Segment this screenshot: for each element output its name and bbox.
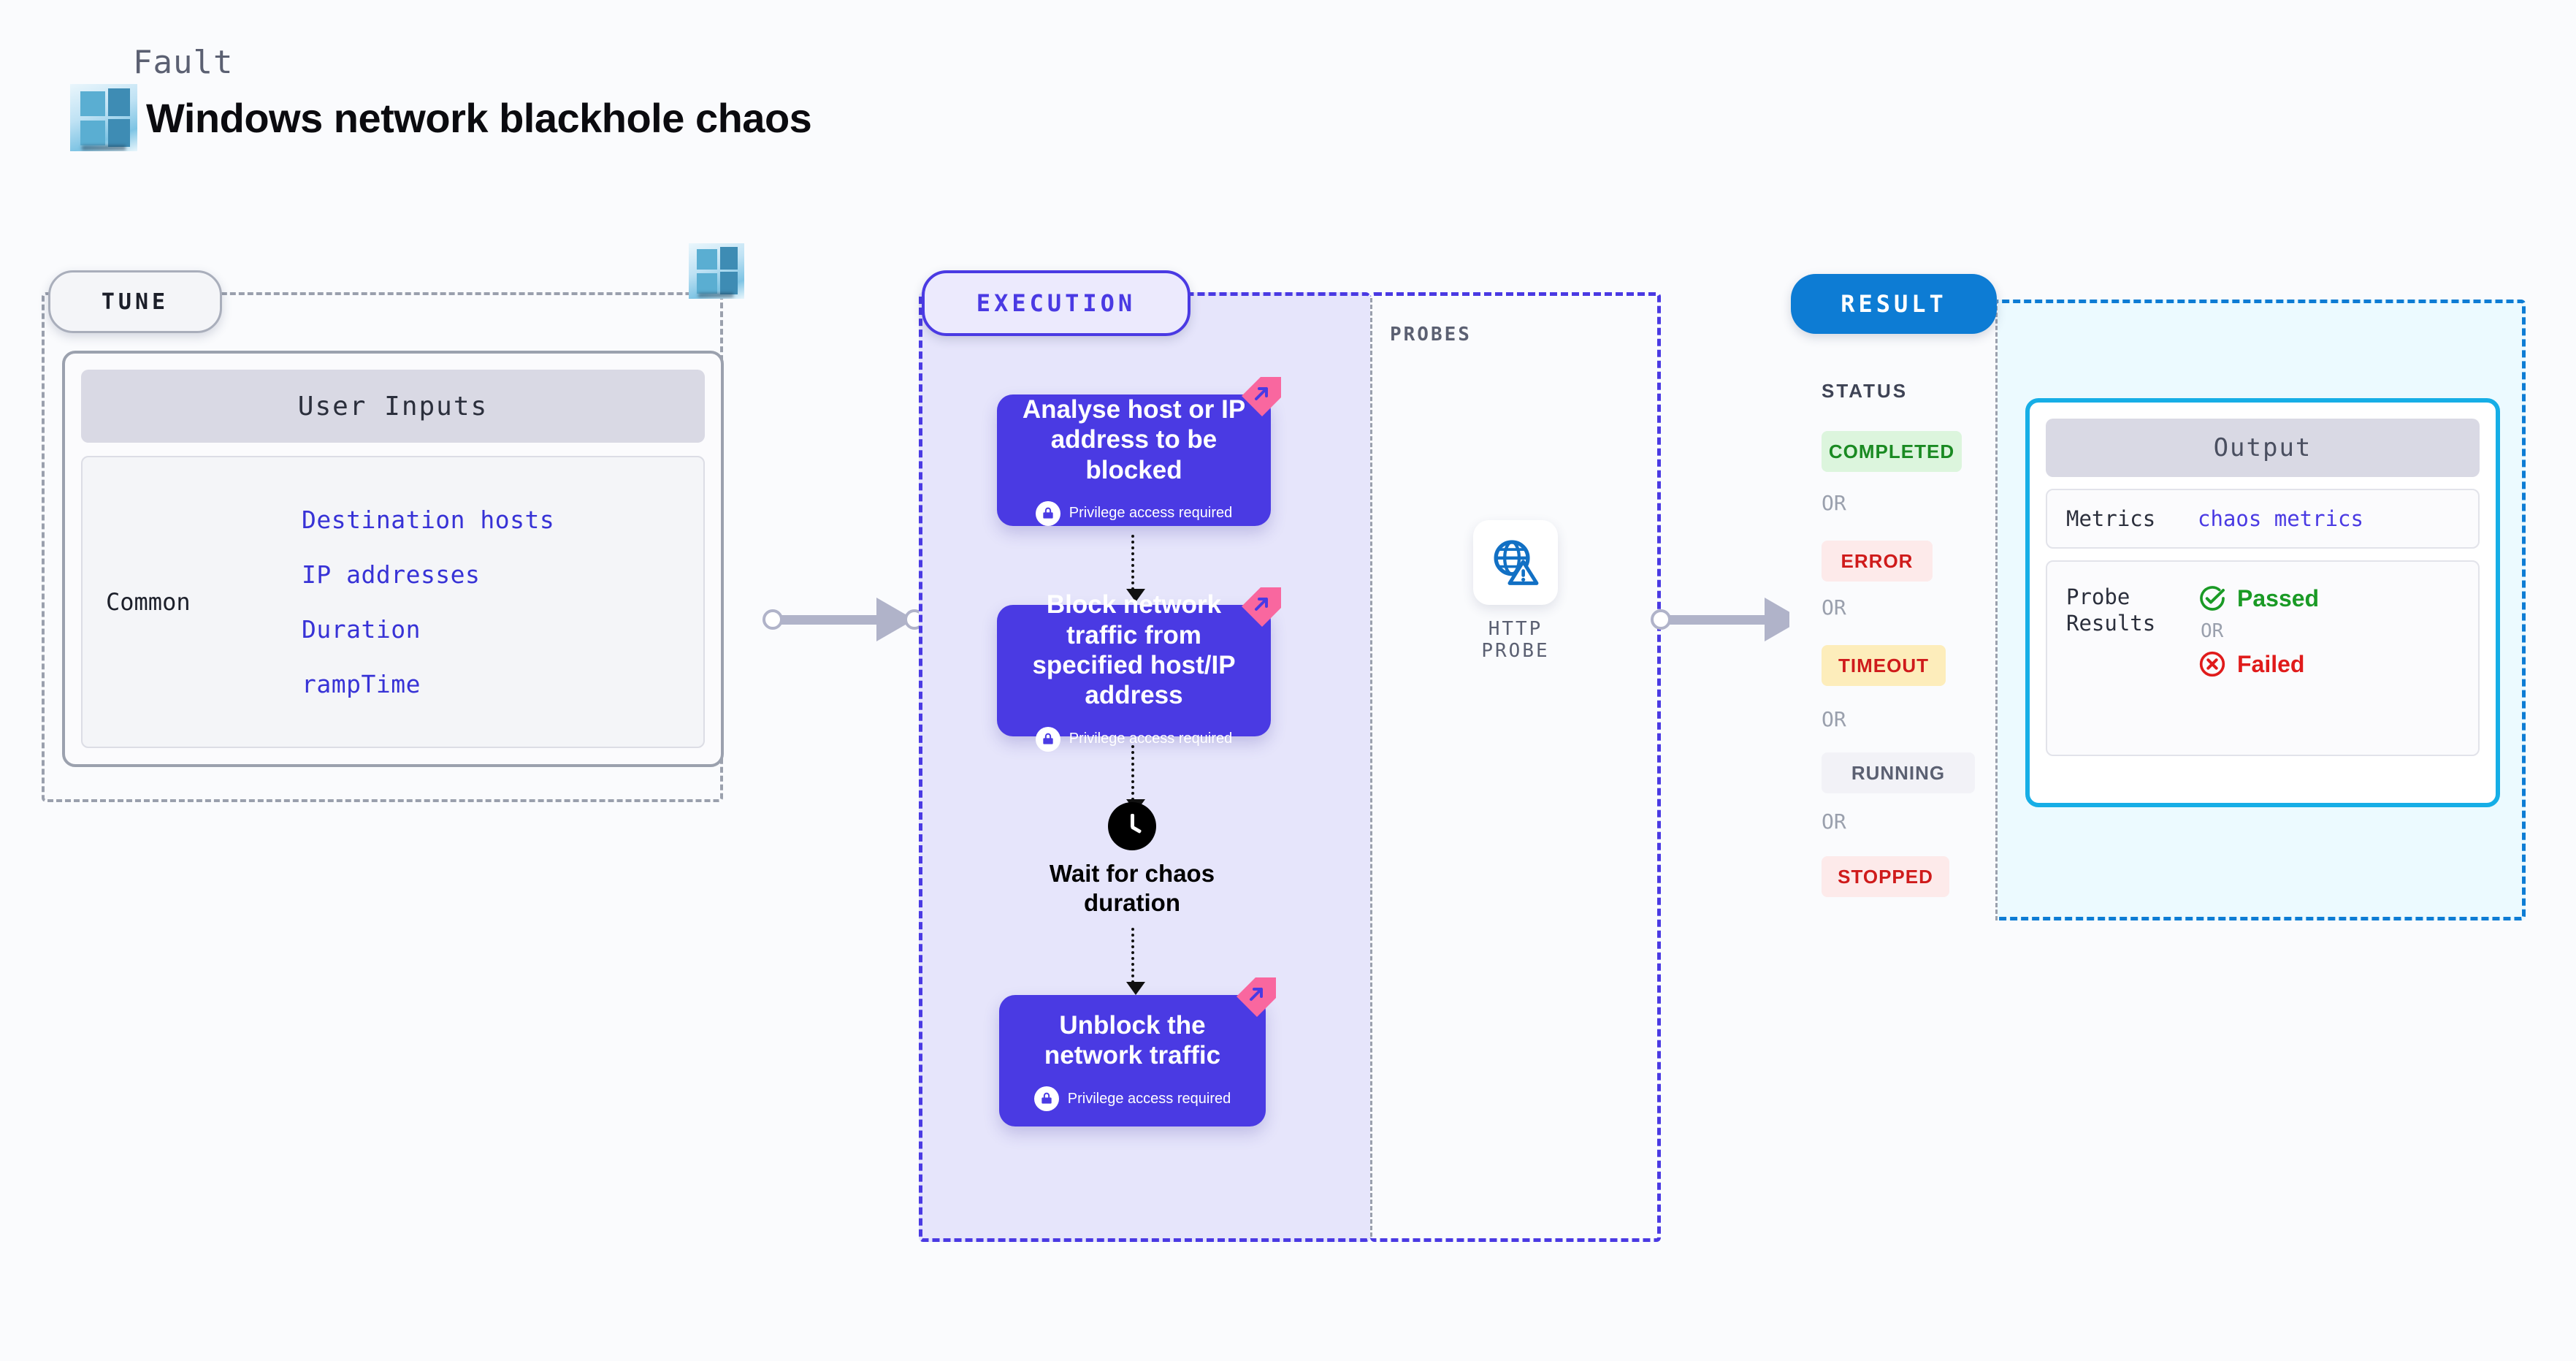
execution-step-title: Analyse host or IP address to be blocked <box>1022 395 1246 484</box>
execution-step-title: Block network traffic from specified hos… <box>1032 590 1236 710</box>
probe-results-row: Probe Results Passed OR Failed <box>2046 560 2480 756</box>
input-list: Destination hosts IP addresses Duration … <box>302 506 703 698</box>
probes-section <box>1370 292 1661 1242</box>
status-badge-running: RUNNING <box>1822 752 1975 793</box>
privilege-note: Privilege access required <box>1035 726 1233 752</box>
probe-result-failed: Failed <box>2198 649 2319 679</box>
execution-pill-label: EXECUTION <box>922 270 1190 336</box>
metrics-key: Metrics <box>2066 506 2156 531</box>
status-badge-stopped: STOPPED <box>1822 856 1949 897</box>
title-row: Windows network blackhole chaos <box>70 84 812 151</box>
clock-icon <box>1108 802 1156 850</box>
privilege-note: Privilege access required <box>1035 500 1233 526</box>
probe-item[interactable]: HTTP PROBE <box>1453 520 1578 662</box>
probe-label: HTTP PROBE <box>1481 618 1550 662</box>
status-badge-error: ERROR <box>1822 541 1933 582</box>
output-header: Output <box>2046 419 2480 477</box>
or-separator: OR <box>1822 707 1846 731</box>
status-badge-timeout: TIMEOUT <box>1822 645 1946 686</box>
flow-arrow <box>1126 928 1145 995</box>
result-pill-label: RESULT <box>1791 274 1997 334</box>
page-title: Windows network blackhole chaos <box>146 94 812 141</box>
input-item-ip-addresses[interactable]: IP addresses <box>302 560 481 589</box>
status-badge-completed: COMPLETED <box>1822 431 1962 472</box>
x-circle-icon <box>2199 651 2225 677</box>
page-header: Fault Windows network blackhole chaos <box>70 44 812 151</box>
execution-step-title: Unblock the network traffic <box>1044 1010 1221 1070</box>
lock-icon <box>1035 726 1060 752</box>
input-item-destination-hosts[interactable]: Destination hosts <box>302 506 555 534</box>
status-label: STATUS <box>1822 380 1908 402</box>
lock-icon <box>1033 1086 1059 1112</box>
status-column <box>1789 300 1998 920</box>
probe-result-failed-label: Failed <box>2237 650 2305 677</box>
metrics-row: Metrics chaos metrics <box>2046 489 2480 549</box>
metrics-value[interactable]: chaos metrics <box>2198 506 2363 531</box>
input-item-duration[interactable]: Duration <box>302 615 421 644</box>
chaos-flag-icon <box>1242 377 1281 416</box>
probes-section-label: PROBES <box>1390 324 1472 346</box>
probe-result-passed-label: Passed <box>2237 584 2320 611</box>
flow-arrow <box>1126 535 1145 602</box>
flow-arrow <box>1126 745 1145 812</box>
output-panel: Output Metrics chaos metrics Probe Resul… <box>2025 398 2500 807</box>
probe-results-key: Probe Results <box>2066 584 2156 636</box>
or-separator: OR <box>1822 809 1846 834</box>
privilege-note-text: Privilege access required <box>1067 1090 1231 1107</box>
wait-label: Wait for chaos duration <box>1049 860 1215 916</box>
execution-step-card[interactable]: Unblock the network traffic Privilege ac… <box>999 977 1276 1126</box>
tune-pill-label: TUNE <box>48 270 222 333</box>
input-item-ramptime[interactable]: rampTime <box>302 670 421 698</box>
fault-kind-label: Fault <box>133 44 234 81</box>
privilege-note: Privilege access required <box>1033 1086 1231 1112</box>
privilege-note-text: Privilege access required <box>1069 505 1233 522</box>
or-separator: OR <box>1822 491 1846 515</box>
execution-step-card[interactable]: Analyse host or IP address to be blocked… <box>997 377 1281 526</box>
input-group-label: Common <box>106 588 191 616</box>
chaos-flag-icon <box>1242 587 1281 627</box>
probe-results-values: Passed OR Failed <box>2198 584 2319 679</box>
or-separator: OR <box>2201 620 2224 642</box>
user-inputs-header: User Inputs <box>81 370 705 443</box>
connector-tune-to-execution <box>752 598 935 641</box>
user-inputs-card: User Inputs Common Destination hosts IP … <box>62 351 724 767</box>
user-inputs-body: Common Destination hosts IP addresses Du… <box>81 456 705 748</box>
globe-warning-icon <box>1473 520 1558 605</box>
privilege-note-text: Privilege access required <box>1069 731 1233 747</box>
chaos-flag-icon <box>1237 977 1276 1017</box>
probes-divider <box>1370 298 1372 1237</box>
wait-node: Wait for chaos duration <box>1023 802 1242 917</box>
probe-result-passed: Passed <box>2198 584 2319 613</box>
lock-icon <box>1035 500 1060 526</box>
execution-step-card[interactable]: Block network traffic from specified hos… <box>997 587 1281 752</box>
windows-logo-icon <box>689 243 744 299</box>
check-circle-icon <box>2200 586 2225 611</box>
or-separator: OR <box>1822 595 1846 619</box>
windows-logo-icon <box>70 84 137 151</box>
